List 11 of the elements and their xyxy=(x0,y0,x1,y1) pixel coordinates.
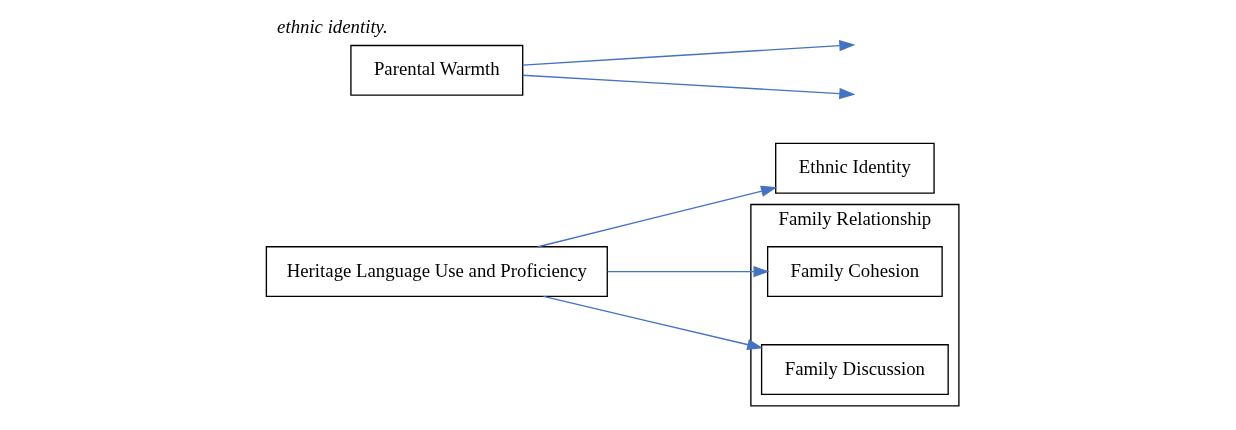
node-box: Parental Warmth xyxy=(350,44,524,96)
arrow xyxy=(607,265,770,278)
arrow xyxy=(537,185,778,248)
node-box: Heritage Language Use and Proficiency xyxy=(265,246,608,298)
arrow xyxy=(522,40,856,66)
arrow xyxy=(542,295,764,351)
caption: ethnic identity. xyxy=(277,15,388,37)
arrow xyxy=(522,74,856,100)
node-box: Ethnic Identity xyxy=(775,142,935,194)
node-box: Family Discussion xyxy=(760,344,949,396)
node-box: Family Cohesion xyxy=(766,246,943,298)
